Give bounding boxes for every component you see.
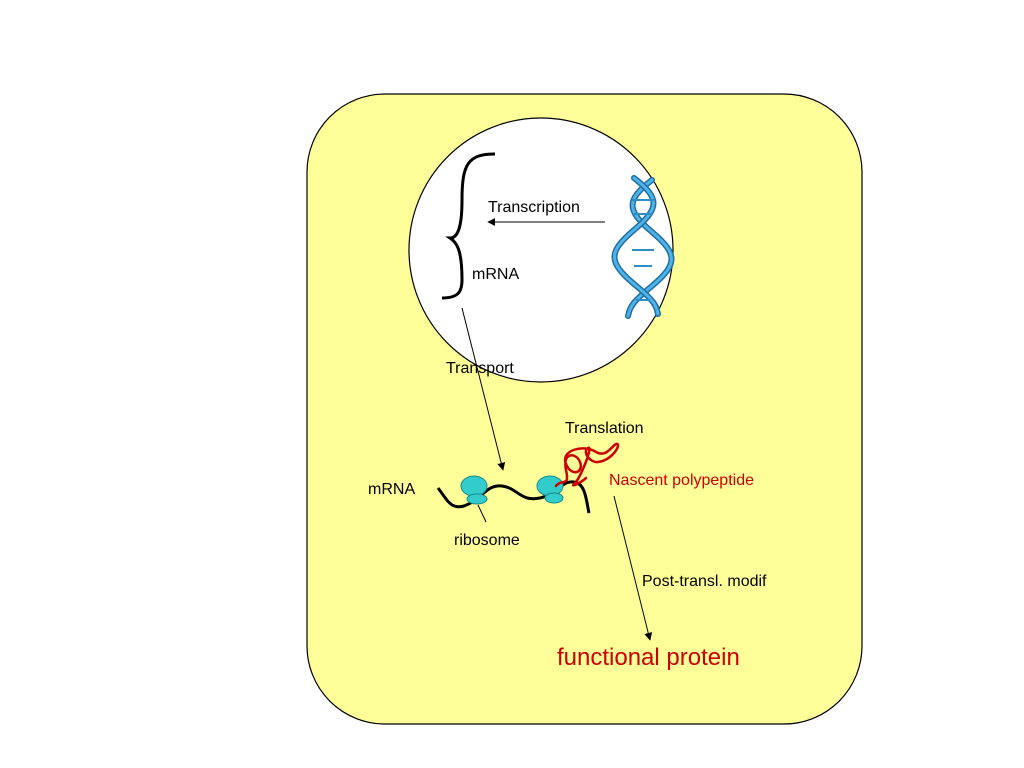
post-transl-arrow (613, 495, 653, 641)
mrna-strand-nucleus (441, 152, 496, 300)
ribosome-icon (536, 475, 564, 504)
nucleus (408, 117, 674, 383)
mrna-nucleus-label: mRNA (472, 266, 519, 283)
transport-arrow (461, 307, 506, 471)
translation-label: Translation (565, 420, 644, 437)
ribosome-label: ribosome (454, 532, 520, 549)
mrna-cytoplasm-label: mRNA (368, 481, 415, 498)
dna-double-helix-icon (611, 175, 675, 319)
post-transl-modif-label: Post-transl. modif (642, 573, 767, 590)
ribosome-pointer (477, 504, 487, 523)
nascent-polypeptide-label: Nascent polypeptide (609, 472, 754, 489)
ribosome-icon (460, 475, 488, 505)
transcription-label: Transcription (488, 199, 580, 216)
functional-protein-label: functional protein (557, 644, 740, 671)
nascent-polypeptide-chain (554, 442, 620, 488)
transport-label: Transport (446, 360, 514, 377)
